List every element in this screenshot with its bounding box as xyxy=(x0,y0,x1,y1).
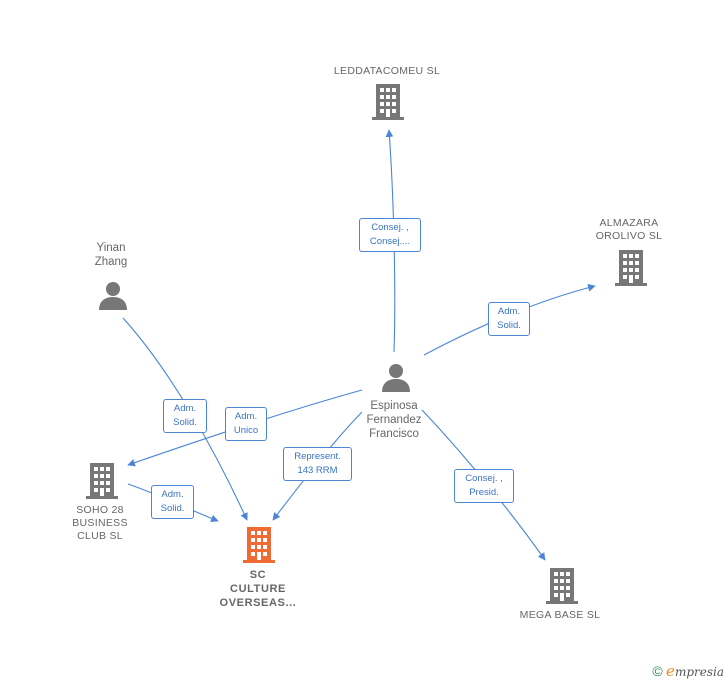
edge-label-espinosa-almazara[interactable]: Adm. Solid. xyxy=(488,302,530,336)
node-label-soho[interactable]: SOHO 28 BUSINESS CLUB SL xyxy=(72,504,128,542)
footer-brand[interactable]: © empresia xyxy=(652,662,724,680)
node-label-megabase[interactable]: MEGA BASE SL xyxy=(519,609,601,621)
node-label-yinan[interactable]: Yinan Zhang xyxy=(94,242,128,268)
node-label-almazara[interactable]: ALMAZARA OROLIVO SL xyxy=(595,217,663,242)
edge-label-espinosa-leddatacomeu[interactable]: Consej. , Consej.... xyxy=(359,218,421,252)
node-label-sc-culture[interactable]: SC CULTURE OVERSEAS... xyxy=(219,569,297,609)
edge-label-espinosa-megabase[interactable]: Consej. , Presid. xyxy=(454,469,514,503)
edge-label-espinosa-sc[interactable]: Represent. 143 RRM xyxy=(283,447,352,481)
building-icon[interactable] xyxy=(546,568,578,604)
person-icon[interactable] xyxy=(98,280,128,310)
edge-label-yinan-sc[interactable]: Adm. Solid. xyxy=(163,399,207,433)
edge-label-soho-sc[interactable]: Adm. Solid. xyxy=(151,485,194,519)
edge-label-espinosa-soho[interactable]: Adm. Unico xyxy=(225,407,267,441)
node-label-leddatacomeu[interactable]: LEDDATACOMEU SL xyxy=(333,65,441,77)
building-icon[interactable] xyxy=(372,84,404,120)
person-icon[interactable] xyxy=(381,362,411,392)
building-icon[interactable] xyxy=(86,463,118,499)
copyright-icon: © xyxy=(652,663,663,679)
building-icon-focus[interactable] xyxy=(243,527,275,563)
brand-logo: empresia xyxy=(666,662,724,680)
node-label-espinosa[interactable]: Espinosa Fernandez Francisco xyxy=(366,400,422,440)
building-icon[interactable] xyxy=(615,250,647,286)
